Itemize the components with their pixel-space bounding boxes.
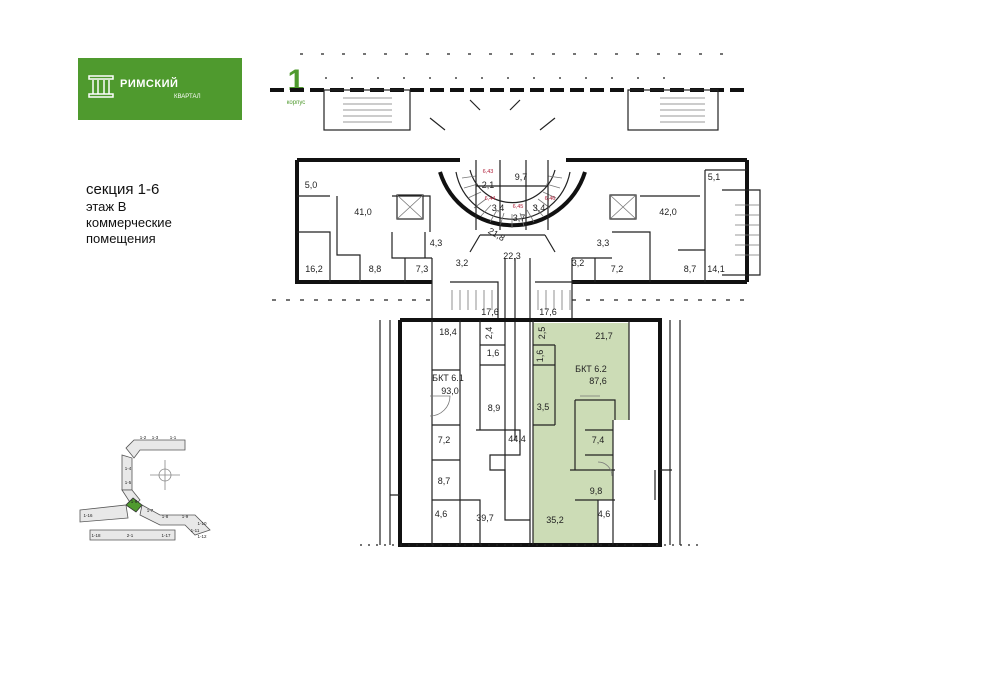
room-label: 1,6 — [487, 348, 500, 358]
room-label: 14,1 — [707, 264, 725, 274]
room-label: 2,1 — [482, 180, 495, 190]
room-label: 35,2 — [546, 515, 564, 525]
minimap-label: 1-17 — [161, 533, 171, 538]
brand-name: РИМСКИЙ — [120, 78, 179, 90]
floor-label: этаж В — [86, 199, 127, 214]
room-label: 39,7 — [476, 513, 494, 523]
room-label: 1,6 — [535, 350, 545, 363]
minimap-label: 1-5 — [125, 480, 132, 485]
minimap-label: 1-9 — [182, 514, 189, 519]
room-label: 41,0 — [354, 207, 372, 217]
room-label: 87,6 — [589, 376, 607, 386]
room-label: 3,2 — [456, 258, 469, 268]
room-label: 3,4 — [533, 203, 546, 213]
minimap-label: 1-11 — [191, 528, 200, 533]
room-label: 42,0 — [659, 207, 677, 217]
room-label: 4,3 — [430, 238, 443, 248]
section-label: секция 1-6 — [86, 181, 160, 198]
minimap-label: 1-10 — [197, 521, 207, 526]
minimap-label: 1-6 — [131, 499, 138, 504]
top-strip — [270, 53, 748, 131]
room-label: 4,6 — [435, 509, 448, 519]
room-label: 7,3 — [416, 264, 429, 274]
room-label: 93,0 — [441, 386, 459, 396]
room-label: 21,7 — [595, 331, 613, 341]
minimap-label: 1-18 — [91, 533, 101, 538]
brand-logo: РИМСКИЙ КВАРТАЛ 1 корпус — [78, 58, 318, 120]
room-label: 3,3 — [597, 238, 610, 248]
rotunda — [438, 160, 587, 253]
room-label: 5,1 — [708, 172, 721, 182]
room-label: 3,2 — [572, 258, 585, 268]
room-label: 7,4 — [592, 435, 605, 445]
room-label-small: 6,45 — [513, 204, 524, 210]
key-plan-minimap: 1-3 1-2 1-1 1-4 1-5 1-6 1-7 1-8 1-9 1-10… — [79, 435, 211, 541]
room-label: 18,4 — [439, 327, 457, 337]
corridor — [431, 258, 580, 545]
room-label-small: 6,43 — [483, 169, 494, 175]
column-icon — [88, 75, 114, 98]
minimap-label: 1-3 — [152, 435, 159, 440]
room-label: 2,5 — [537, 327, 547, 340]
purpose-label-1: коммерческие — [86, 215, 172, 230]
room-label: 3,4 — [492, 203, 505, 213]
room-label: БКТ 6.2 — [575, 364, 607, 374]
minimap-label: 1-4 — [125, 466, 132, 471]
minimap-label: 1-2 — [140, 435, 147, 440]
minimap-label: 1-12 — [197, 534, 207, 539]
room-label-small: 6,46 — [545, 196, 556, 202]
plan-caption: секция 1-6 этаж В коммерческие помещения — [86, 180, 276, 247]
room-label: 3,5 — [537, 402, 550, 412]
minimap-label: 2-1 — [127, 533, 134, 538]
room-label: БКТ 6.1 — [432, 373, 464, 383]
minimap-label: 1-16 — [83, 513, 93, 518]
room-label: 44,4 — [508, 434, 526, 444]
room-label: 8,7 — [438, 476, 451, 486]
minimap-label: 1-1 — [170, 435, 177, 440]
room-label: 21,8 — [486, 226, 506, 243]
room-label: 8,7 — [684, 264, 697, 274]
room-label: 2,4 — [484, 327, 494, 340]
room-label: 7,2 — [438, 435, 451, 445]
room-label: 8,9 — [488, 403, 501, 413]
minimap-label: 1-7 — [147, 508, 154, 513]
room-label: 22,3 — [503, 251, 521, 261]
room-label: 17,6 — [539, 307, 557, 317]
brand-sub: КВАРТАЛ — [174, 94, 201, 100]
room-label: 9,7 — [515, 172, 528, 182]
main-block-walls — [272, 158, 761, 301]
room-label-small: 6,44 — [485, 196, 496, 202]
room-label: 3,7 — [513, 213, 526, 223]
lower-wing-walls — [360, 318, 700, 547]
room-label: 17,6 — [481, 307, 499, 317]
room-label: 9,8 — [590, 486, 603, 496]
building-word: корпус — [286, 100, 306, 106]
room-label: 8,8 — [369, 264, 382, 274]
room-label: 7,2 — [611, 264, 624, 274]
purpose-label-2: помещения — [86, 231, 156, 246]
room-label: 4,6 — [598, 509, 611, 519]
minimap-label: 1-8 — [162, 514, 169, 519]
room-label: 16,2 — [305, 264, 323, 274]
room-label: 5,0 — [305, 180, 318, 190]
unit-bkt-6-2-highlight — [533, 323, 629, 545]
